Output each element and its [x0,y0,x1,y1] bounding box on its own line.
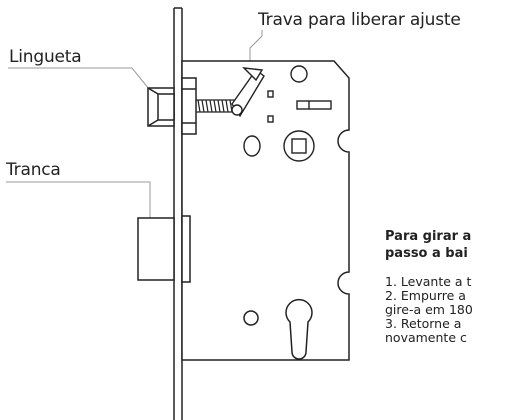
deadbolt [137,215,191,283]
body-features [243,65,332,162]
instruction-step: 3. Retorne a [385,316,462,331]
cylinder-hole [243,298,313,360]
tranca-label: Tranca [6,160,61,180]
faceplate [173,7,183,420]
screw-hole-bottom [243,310,259,326]
instructions-title-line: Para girar a [385,229,472,244]
release-lever [231,67,265,118]
follower-square [291,138,307,154]
instruction-step: gire-a em 180 [385,302,473,317]
trava-label: Trava para liberar ajuste [258,10,461,30]
leader-lingueta [8,67,159,101]
latch-bolt [147,77,197,135]
lingueta-label: Lingueta [9,47,82,67]
slot-right [296,100,332,110]
instruction-step: novamente c [385,330,467,345]
spring [196,99,237,113]
instructions-panel: Para girar a passo a bai 1. Levante a t … [385,228,505,345]
screw-hole-top [290,65,308,83]
instruction-step: 2. Empurre a [385,288,466,303]
leader-tranca [6,181,151,225]
instruction-step: 1. Levante a t [385,274,472,289]
instructions-title: Para girar a passo a bai [385,228,505,262]
instructions-title-line: passo a bai [385,246,468,261]
hole-left [243,135,261,157]
